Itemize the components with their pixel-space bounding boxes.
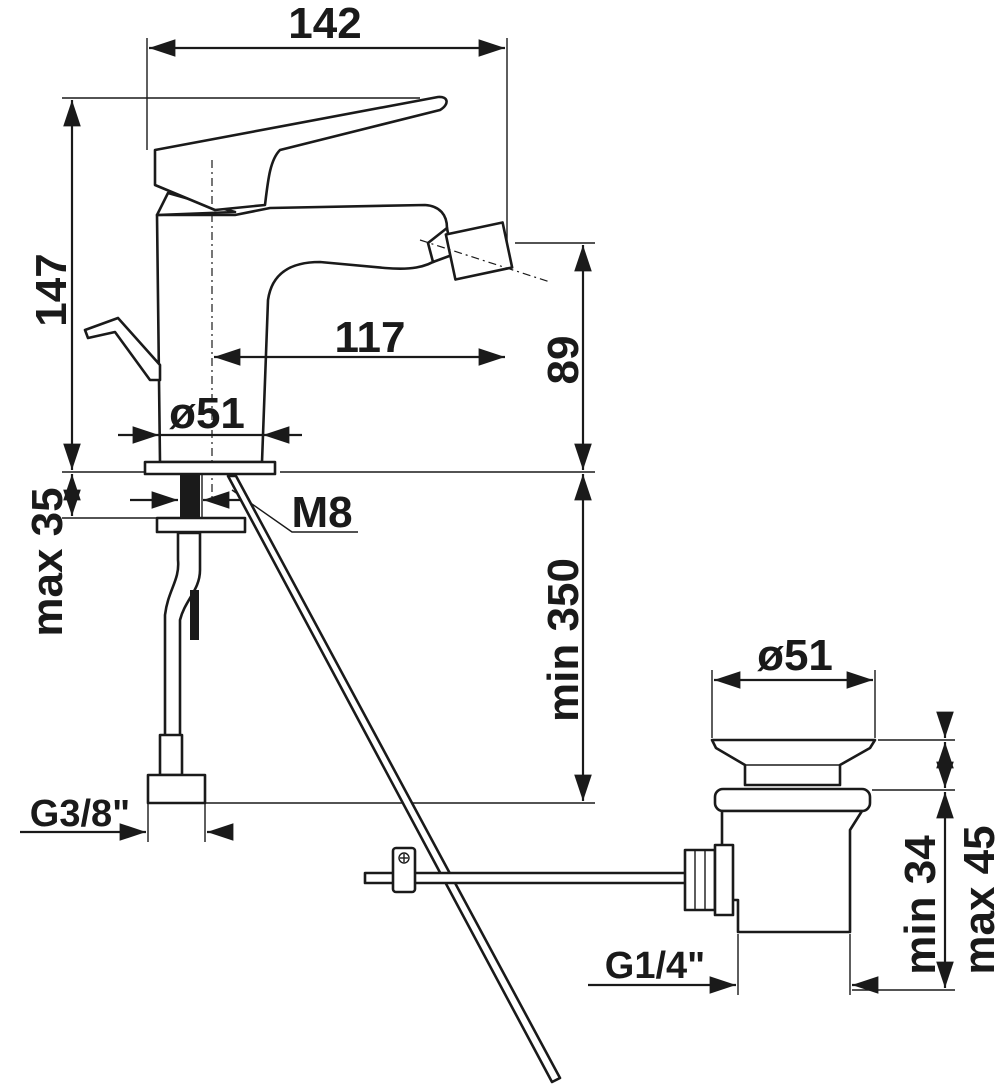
dimension-base-diameter: ø51 xyxy=(118,389,302,444)
dimension-label: 142 xyxy=(288,0,361,48)
dimension-label: min 34 xyxy=(896,835,945,975)
hose-nut xyxy=(146,773,207,805)
dimension-label: ø51 xyxy=(169,389,245,438)
dimension-89: 89 xyxy=(280,242,595,473)
dimension-max-35: max 35 xyxy=(23,474,250,637)
dimension-g14: G1/4" xyxy=(588,934,879,995)
faucet-body xyxy=(83,95,551,500)
dimension-label: 89 xyxy=(539,336,588,385)
popup-lever xyxy=(83,316,162,382)
dimension-label: ø51 xyxy=(757,631,833,680)
base-plate xyxy=(143,460,277,476)
dimension-label: 117 xyxy=(335,313,406,362)
dimension-min-350: min 350 xyxy=(205,474,595,804)
dimension-label: M8 xyxy=(291,488,352,537)
thread-m8-callout: M8 xyxy=(231,488,358,537)
dimension-label: G1/4" xyxy=(605,945,705,987)
waste-drain xyxy=(683,738,877,934)
spout-aerator xyxy=(444,221,514,281)
dimension-label: 147 xyxy=(27,253,76,326)
dimension-waste-diameter: ø51 xyxy=(711,631,876,738)
dimension-label: min 350 xyxy=(539,558,588,722)
dimension-label: max 45 xyxy=(955,825,1000,974)
dimension-142: 142 xyxy=(146,0,508,250)
dimension-label: G3/8" xyxy=(30,793,130,835)
dimension-147: 147 xyxy=(27,97,420,473)
dimension-label: max 35 xyxy=(23,487,72,636)
dimension-117: 117 xyxy=(214,313,505,366)
mounting-hardware xyxy=(146,475,247,805)
dimension-waste-depth: min 34 max 45 xyxy=(852,711,1000,991)
popup-rod xyxy=(226,474,702,1084)
dimension-g38: G3/8" xyxy=(20,793,234,842)
